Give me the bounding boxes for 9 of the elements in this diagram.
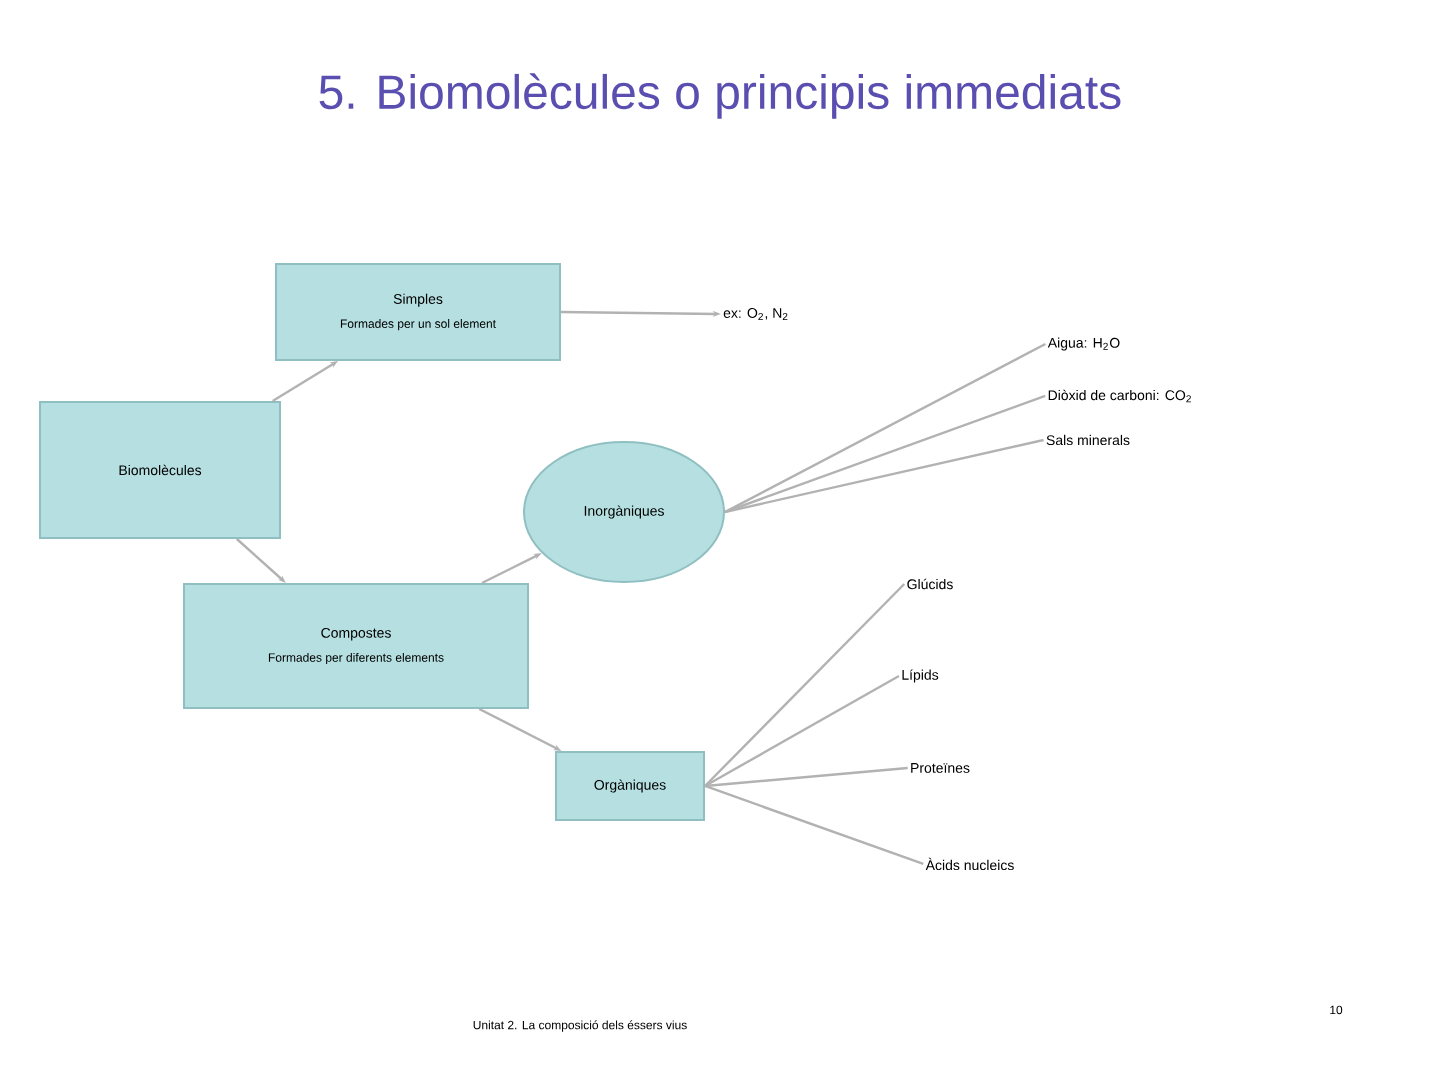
connector xyxy=(704,583,906,787)
connector xyxy=(724,394,1046,514)
connector xyxy=(704,674,900,788)
connector xyxy=(236,538,286,583)
title: 5. Biomolècules o principis immediats xyxy=(319,73,1121,119)
connector xyxy=(724,342,1046,514)
connector xyxy=(704,784,924,866)
connector xyxy=(704,766,908,788)
connector xyxy=(724,438,1044,514)
